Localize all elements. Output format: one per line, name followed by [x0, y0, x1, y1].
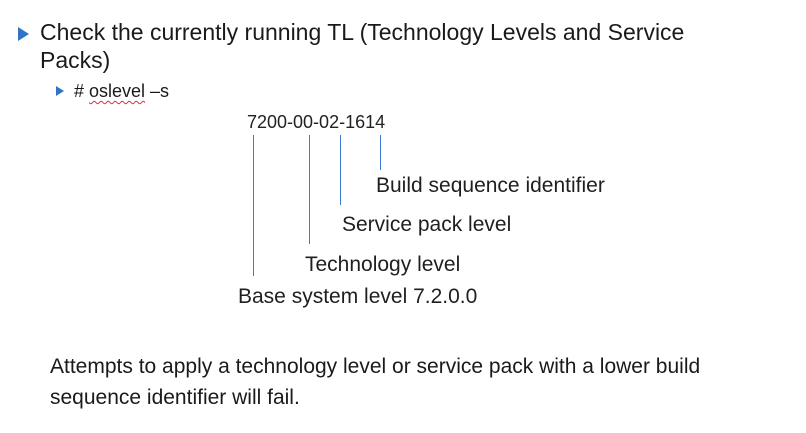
triangle-bullet-icon — [18, 27, 29, 41]
note-line-1: Attempts to apply a technology level or … — [50, 355, 701, 378]
command-name: oslevel — [89, 81, 146, 101]
note-line-2: sequence identifier will fail. — [50, 386, 300, 409]
label-base-system: Base system level 7.2.0.0 — [238, 285, 478, 308]
label-technology-level: Technology level — [305, 253, 461, 276]
connector-line-base — [253, 135, 254, 276]
label-build-sequence: Build sequence identifier — [376, 174, 605, 197]
heading-line-2: Packs) — [40, 47, 111, 73]
connector-line-technology — [309, 135, 310, 244]
command-prefix: # — [74, 81, 90, 101]
heading-text: Check the currently running TL (Technolo… — [40, 18, 684, 74]
note-text: Attempts to apply a technology level or … — [50, 351, 700, 413]
oslevel-command: # oslevel –s — [74, 79, 169, 103]
triangle-bullet-icon — [56, 86, 64, 96]
version-string: 7200-00-02-1614 — [247, 112, 386, 132]
connector-line-service-pack — [340, 135, 341, 205]
command-suffix: –s — [145, 81, 170, 101]
heading-line-1: Check the currently running TL (Technolo… — [40, 19, 685, 45]
connector-line-build — [380, 135, 381, 170]
label-service-pack: Service pack level — [342, 213, 512, 236]
